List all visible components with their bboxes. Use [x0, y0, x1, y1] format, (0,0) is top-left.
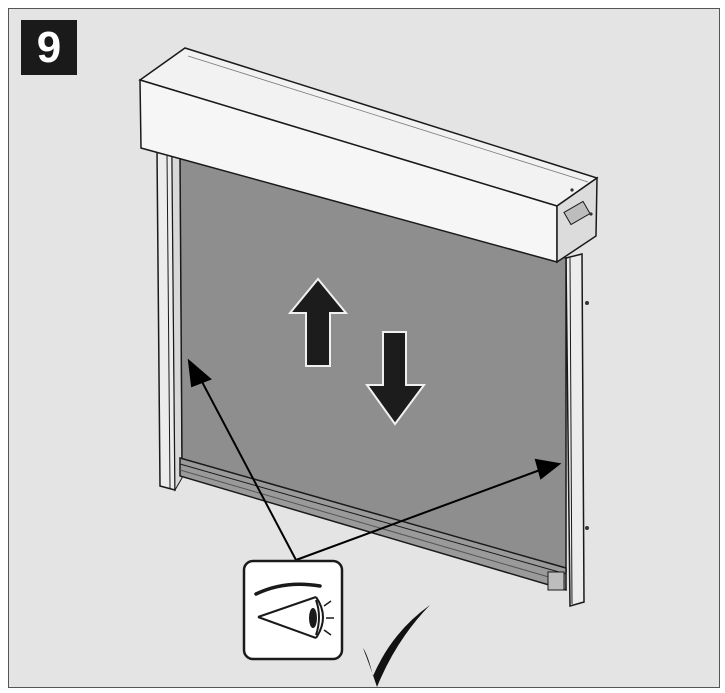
step-number-badge: 9 — [21, 20, 77, 75]
cassette-box — [138, 47, 599, 264]
inspect-eye-icon — [242, 559, 344, 661]
bottom-bar — [179, 457, 567, 592]
up-arrow-icon — [287, 277, 349, 367]
left-side-rail — [156, 150, 183, 492]
right-side-rail — [565, 253, 589, 607]
checkmark-icon — [363, 605, 430, 687]
down-arrow-icon — [365, 331, 426, 426]
inspection-pointer-lines — [187, 358, 562, 561]
